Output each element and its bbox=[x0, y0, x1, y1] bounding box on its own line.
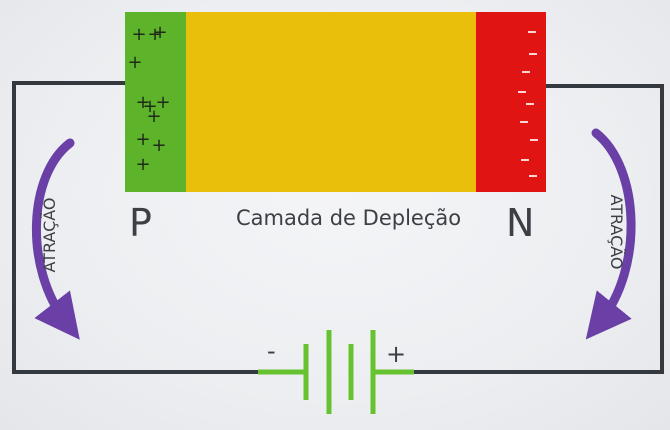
battery-negative-label: - bbox=[267, 337, 276, 365]
positive-charge: + bbox=[135, 129, 150, 150]
attraction-label-left: ATRAÇÃO bbox=[40, 197, 59, 272]
p-label: P bbox=[129, 201, 152, 245]
right-curved-arrow-icon bbox=[585, 128, 636, 340]
positive-charge: + bbox=[131, 24, 146, 45]
depletion-label: Camada de Depleção bbox=[236, 206, 461, 230]
left-curved-arrow-icon bbox=[31, 138, 80, 340]
positive-charge: + bbox=[135, 154, 150, 175]
negative-charge bbox=[522, 71, 530, 73]
negative-charge bbox=[518, 91, 526, 93]
negative-charge bbox=[520, 121, 528, 123]
n-label: N bbox=[506, 201, 534, 245]
positive-charge: + bbox=[155, 92, 170, 113]
negative-charge bbox=[528, 31, 536, 33]
negative-charge bbox=[529, 53, 537, 55]
positive-charge: + bbox=[152, 22, 167, 43]
positive-charge: + bbox=[146, 106, 161, 127]
positive-charge: + bbox=[151, 135, 166, 156]
battery-icon bbox=[258, 330, 414, 414]
circuit-wire bbox=[12, 81, 664, 374]
n-charges bbox=[518, 31, 538, 177]
positive-charge: + bbox=[127, 52, 142, 73]
negative-charge bbox=[521, 159, 529, 161]
negative-charge bbox=[530, 139, 538, 141]
positive-charge: + bbox=[142, 96, 157, 117]
negative-charge bbox=[529, 175, 537, 177]
p-region bbox=[125, 12, 186, 192]
positive-charge: + bbox=[147, 24, 162, 45]
p-charges: +++++++++++ bbox=[127, 22, 170, 175]
negative-charge bbox=[526, 103, 534, 105]
battery-positive-label: + bbox=[386, 340, 406, 368]
n-region bbox=[476, 12, 546, 192]
positive-charge: + bbox=[135, 92, 150, 113]
depletion-region bbox=[186, 12, 476, 192]
attraction-label-right: ATRAÇÃO bbox=[607, 194, 626, 269]
